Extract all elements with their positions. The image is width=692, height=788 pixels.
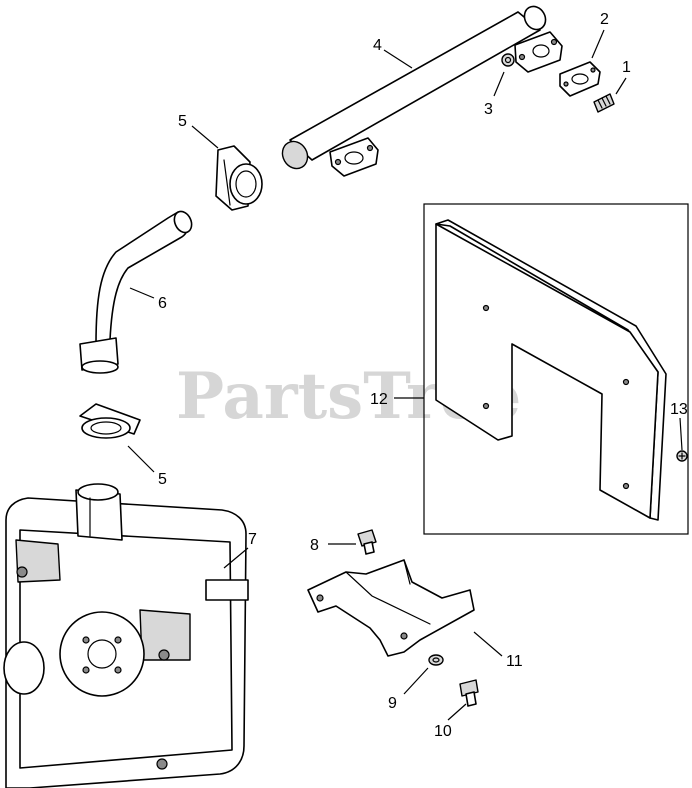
callout-10: 10 (434, 723, 452, 740)
part-bolt-8[interactable] (357, 529, 377, 555)
part-gasket[interactable] (559, 61, 601, 97)
part-bolt-10[interactable] (459, 679, 479, 707)
callout-3: 3 (484, 101, 493, 118)
callout-8: 8 (310, 537, 319, 554)
part-clamp-lower[interactable] (79, 403, 141, 439)
part-clamp-upper[interactable] (215, 145, 263, 211)
part-nut[interactable] (501, 53, 515, 67)
callout-13: 13 (670, 401, 688, 418)
leader-lines (127, 29, 683, 721)
inset-frame (423, 203, 689, 535)
callout-6: 6 (158, 295, 167, 312)
callout-1: 1 (622, 59, 631, 76)
part-heat-shield[interactable] (435, 219, 667, 521)
part-bracket[interactable] (307, 559, 475, 657)
part-elbow-tube[interactable] (79, 209, 195, 374)
part-stud[interactable] (593, 93, 615, 113)
callout-11: 11 (506, 653, 523, 670)
part-washer[interactable] (428, 654, 444, 666)
part-muffler[interactable] (3, 483, 249, 788)
callout-9: 9 (388, 695, 397, 712)
part-screw-13[interactable] (676, 450, 688, 462)
callout-12: 12 (370, 391, 388, 408)
callout-5-lower: 5 (158, 471, 167, 488)
callout-7: 7 (248, 531, 257, 548)
callout-5-upper: 5 (178, 113, 187, 130)
callout-4: 4 (373, 37, 382, 54)
callout-2: 2 (600, 11, 609, 28)
part-exhaust-pipe[interactable] (278, 3, 563, 177)
